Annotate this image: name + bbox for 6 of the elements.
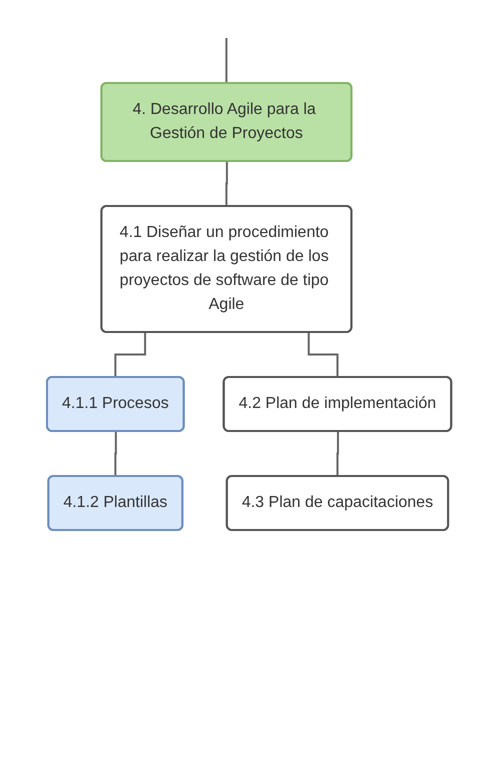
- connector: [308, 332, 340, 378]
- connector: [114, 432, 118, 478]
- connector: [226, 38, 228, 84]
- connector: [336, 432, 340, 478]
- connector: [114, 332, 146, 378]
- connector: [226, 162, 228, 208]
